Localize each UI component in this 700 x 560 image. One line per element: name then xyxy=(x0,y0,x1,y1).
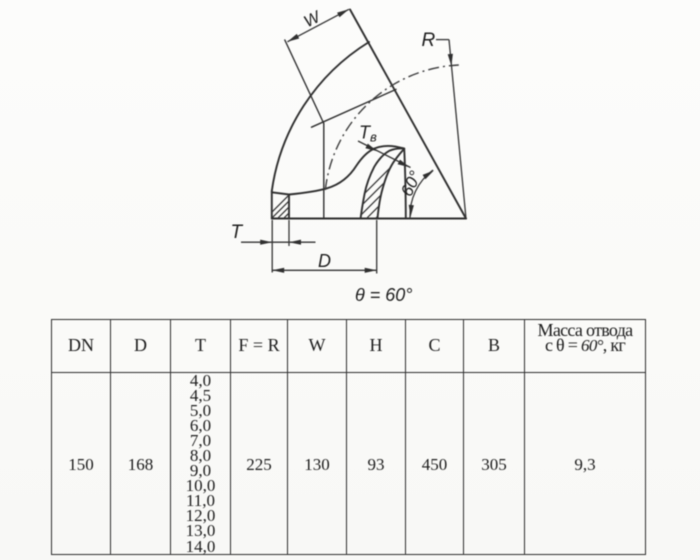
svg-text:T: T xyxy=(359,123,372,143)
svg-text:R: R xyxy=(422,30,436,51)
svg-text:60°: 60° xyxy=(397,168,425,200)
svg-text:D: D xyxy=(318,251,331,271)
svg-text:T: T xyxy=(231,222,244,243)
svg-text:W: W xyxy=(301,7,324,31)
svg-text:в: в xyxy=(370,130,377,145)
svg-text:θ = 60°: θ = 60° xyxy=(355,285,413,305)
